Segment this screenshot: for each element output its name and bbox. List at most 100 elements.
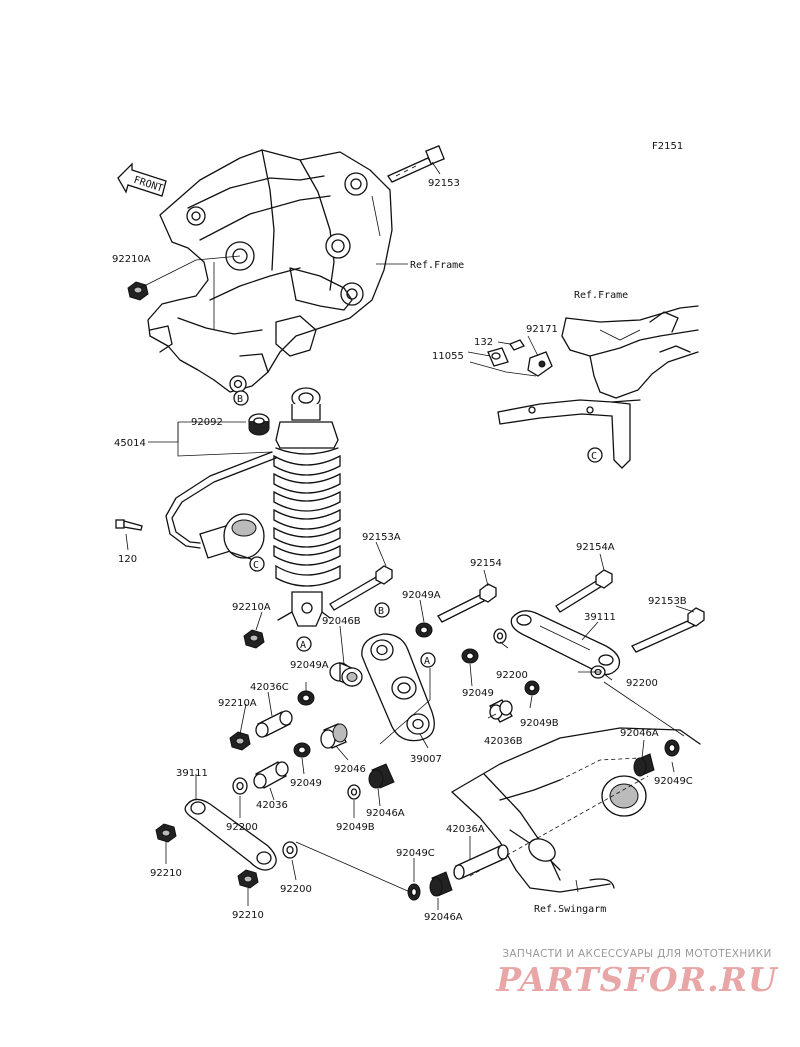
part-label: 92049A — [290, 660, 329, 671]
part-label: 92200 — [280, 884, 312, 895]
part-label: 92046A — [424, 912, 463, 923]
part-label: 42036B — [484, 736, 523, 747]
screw-120 — [115, 519, 143, 531]
washer-92049c-lower — [407, 883, 421, 901]
washer-92200-upper-a — [493, 628, 507, 644]
shock-absorber-45014 — [165, 387, 341, 627]
collar-42036 — [253, 761, 289, 789]
part-label: 92153A — [362, 532, 401, 543]
bolt-92153a — [329, 565, 393, 611]
washer-92049-lower — [293, 742, 311, 758]
washer-92049b-upper — [524, 680, 540, 696]
svg-text:A: A — [300, 640, 306, 651]
bolt-92154a — [555, 569, 613, 613]
collar-42036b — [489, 699, 513, 723]
bolt-92153 — [387, 145, 445, 183]
frame-inset-drawing — [497, 305, 699, 469]
nut-92210-b — [237, 869, 259, 889]
ref-frame-inset-label: Ref.Frame — [574, 290, 628, 301]
ref-swingarm-label: Ref.Swingarm — [534, 904, 606, 915]
callout-b-upper: B — [233, 390, 249, 406]
part-label: 92049B — [520, 718, 559, 729]
part-label: 92154 — [470, 558, 502, 569]
watermark-tagline: ЗАПЧАСТИ И АКСЕССУАРЫ ДЛЯ МОТОТЕХНИКИ — [502, 948, 772, 960]
part-labels: 92153 92210A 92092 45014 120 132 92171 1… — [112, 178, 693, 923]
bolt-92154 — [437, 583, 497, 623]
part-label: 45014 — [114, 438, 146, 449]
part-label: 92046 — [334, 764, 366, 775]
part-label: 39111 — [584, 612, 616, 623]
leader-lines — [125, 161, 695, 910]
bracket-parts-inset — [487, 339, 553, 377]
part-label: 39111 — [176, 768, 208, 779]
washer-92049a-b — [297, 690, 315, 706]
bearing-92046a-right — [633, 753, 655, 777]
part-label: 39007 — [410, 754, 442, 765]
part-label: 92046A — [366, 808, 405, 819]
svg-text:C: C — [253, 560, 259, 571]
frame-drawing — [147, 149, 393, 393]
part-label: 92154A — [576, 542, 615, 553]
part-label: 120 — [118, 554, 137, 565]
watermark-brand-logo: PARTSFOR.RU — [496, 960, 778, 999]
part-label: 92046B — [322, 616, 361, 627]
tie-rod-39111-upper — [510, 610, 621, 676]
bearing-92046a-middle — [368, 763, 395, 789]
part-label: 42036A — [446, 824, 485, 835]
part-label: 92049A — [402, 590, 441, 601]
part-label: 92092 — [191, 417, 223, 428]
part-label: 92200 — [626, 678, 658, 689]
bearing-92046a-lower — [429, 871, 453, 897]
bolt-92153b — [631, 607, 705, 653]
part-label: 92210A — [218, 698, 257, 709]
part-label: 92200 — [226, 822, 258, 833]
nut-92210a-lower — [229, 731, 251, 751]
part-label: 92153B — [648, 596, 687, 607]
part-label: 92049B — [336, 822, 375, 833]
part-label: 92210A — [112, 254, 151, 265]
part-label: 92210 — [150, 868, 182, 879]
tie-rod-39111-lower — [184, 798, 277, 871]
callout-c-inset: C — [587, 447, 603, 463]
collar-42036a — [453, 844, 509, 880]
part-label: 11055 — [432, 351, 464, 362]
nut-92210-a — [155, 823, 177, 843]
shock-spring — [273, 454, 341, 566]
collar-92092 — [248, 413, 270, 436]
callout-a-shock: A — [296, 636, 312, 652]
washer-92200-lower-a — [232, 777, 248, 795]
part-label: 92049C — [396, 848, 435, 859]
nut-92210a-upper — [127, 281, 149, 301]
svg-text:B: B — [378, 606, 384, 617]
part-label: 42036C — [250, 682, 289, 693]
washer-92049-upper — [461, 648, 479, 664]
part-label: 132 — [474, 337, 493, 348]
rocker-arm-39007 — [361, 633, 435, 742]
part-label: 92046A — [620, 728, 659, 739]
washer-92200-lower-b — [282, 841, 298, 859]
part-label: 92049C — [654, 776, 693, 787]
part-label: 92153 — [428, 178, 460, 189]
swingarm-drawing — [451, 727, 701, 893]
bearing-92046 — [320, 723, 348, 749]
part-label: 92200 — [496, 670, 528, 681]
diagram-code: F2151 — [652, 141, 683, 152]
ref-frame-label: Ref.Frame — [410, 260, 464, 271]
callout-c-reservoir: C — [249, 556, 265, 572]
part-label: 92210A — [232, 602, 271, 613]
svg-text:C: C — [591, 451, 597, 462]
washer-92049c-right — [664, 739, 680, 757]
bearing-92046b — [329, 662, 363, 687]
svg-text:A: A — [424, 656, 430, 667]
part-label: 92049 — [462, 688, 494, 699]
nut-92210a-middle — [243, 629, 265, 649]
callout-a-rocker: A — [420, 652, 436, 668]
washer-92049a-a — [415, 622, 433, 638]
part-label: 92171 — [526, 324, 558, 335]
collar-42036c — [255, 710, 293, 738]
front-arrow-icon: FRONT — [117, 162, 167, 197]
svg-text:B: B — [237, 394, 243, 405]
part-label: 92049 — [290, 778, 322, 789]
part-label: 42036 — [256, 800, 288, 811]
